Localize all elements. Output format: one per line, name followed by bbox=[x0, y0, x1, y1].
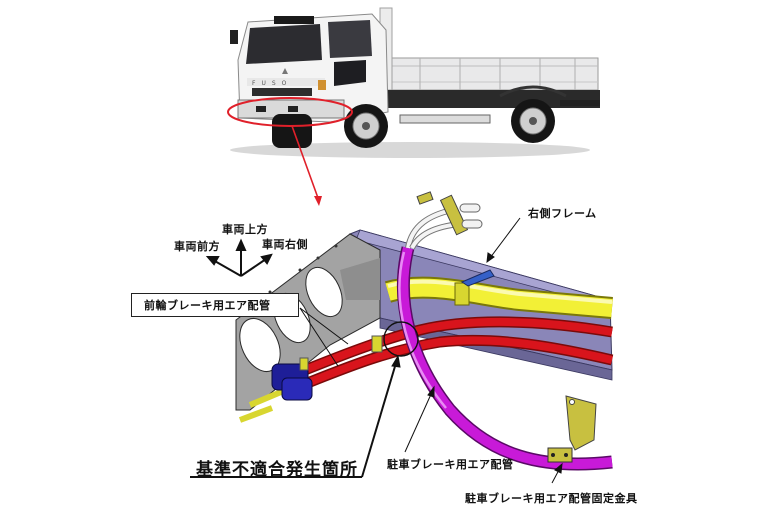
leader-lines bbox=[190, 217, 563, 484]
label-vehicle-front: 車両前方 bbox=[174, 240, 220, 253]
label-right-frame: 右側フレーム bbox=[528, 207, 597, 220]
label-vehicle-right: 車両右側 bbox=[262, 238, 308, 251]
highlight-leader-line bbox=[291, 125, 319, 199]
label-front-brake-air-pipe: 前輪ブレーキ用エア配管 bbox=[131, 293, 299, 317]
label-parking-brake-pipe-bracket: 駐車ブレーキ用エア配管固定金具 bbox=[465, 492, 638, 505]
truck-badge: FUSO bbox=[252, 80, 292, 87]
upper-bracket bbox=[416, 191, 483, 236]
label-vehicle-up: 車両上方 bbox=[222, 223, 268, 236]
nonconformity-circle bbox=[383, 321, 419, 357]
label-parking-brake-air-pipe: 駐車ブレーキ用エア配管 bbox=[387, 458, 514, 471]
frame-detail-illustration bbox=[235, 191, 614, 471]
wheel-rear bbox=[511, 99, 555, 143]
wheel-front bbox=[344, 104, 388, 148]
highlight-arrowhead bbox=[314, 196, 322, 206]
direction-axes bbox=[205, 238, 273, 277]
valve bbox=[271, 363, 313, 401]
lower-bracket bbox=[547, 395, 597, 463]
highlight-ellipse bbox=[227, 97, 353, 127]
label-nonconformity-location: 基準不適合発生箇所 bbox=[196, 460, 358, 480]
truck-illustration: FUSO bbox=[230, 7, 600, 158]
